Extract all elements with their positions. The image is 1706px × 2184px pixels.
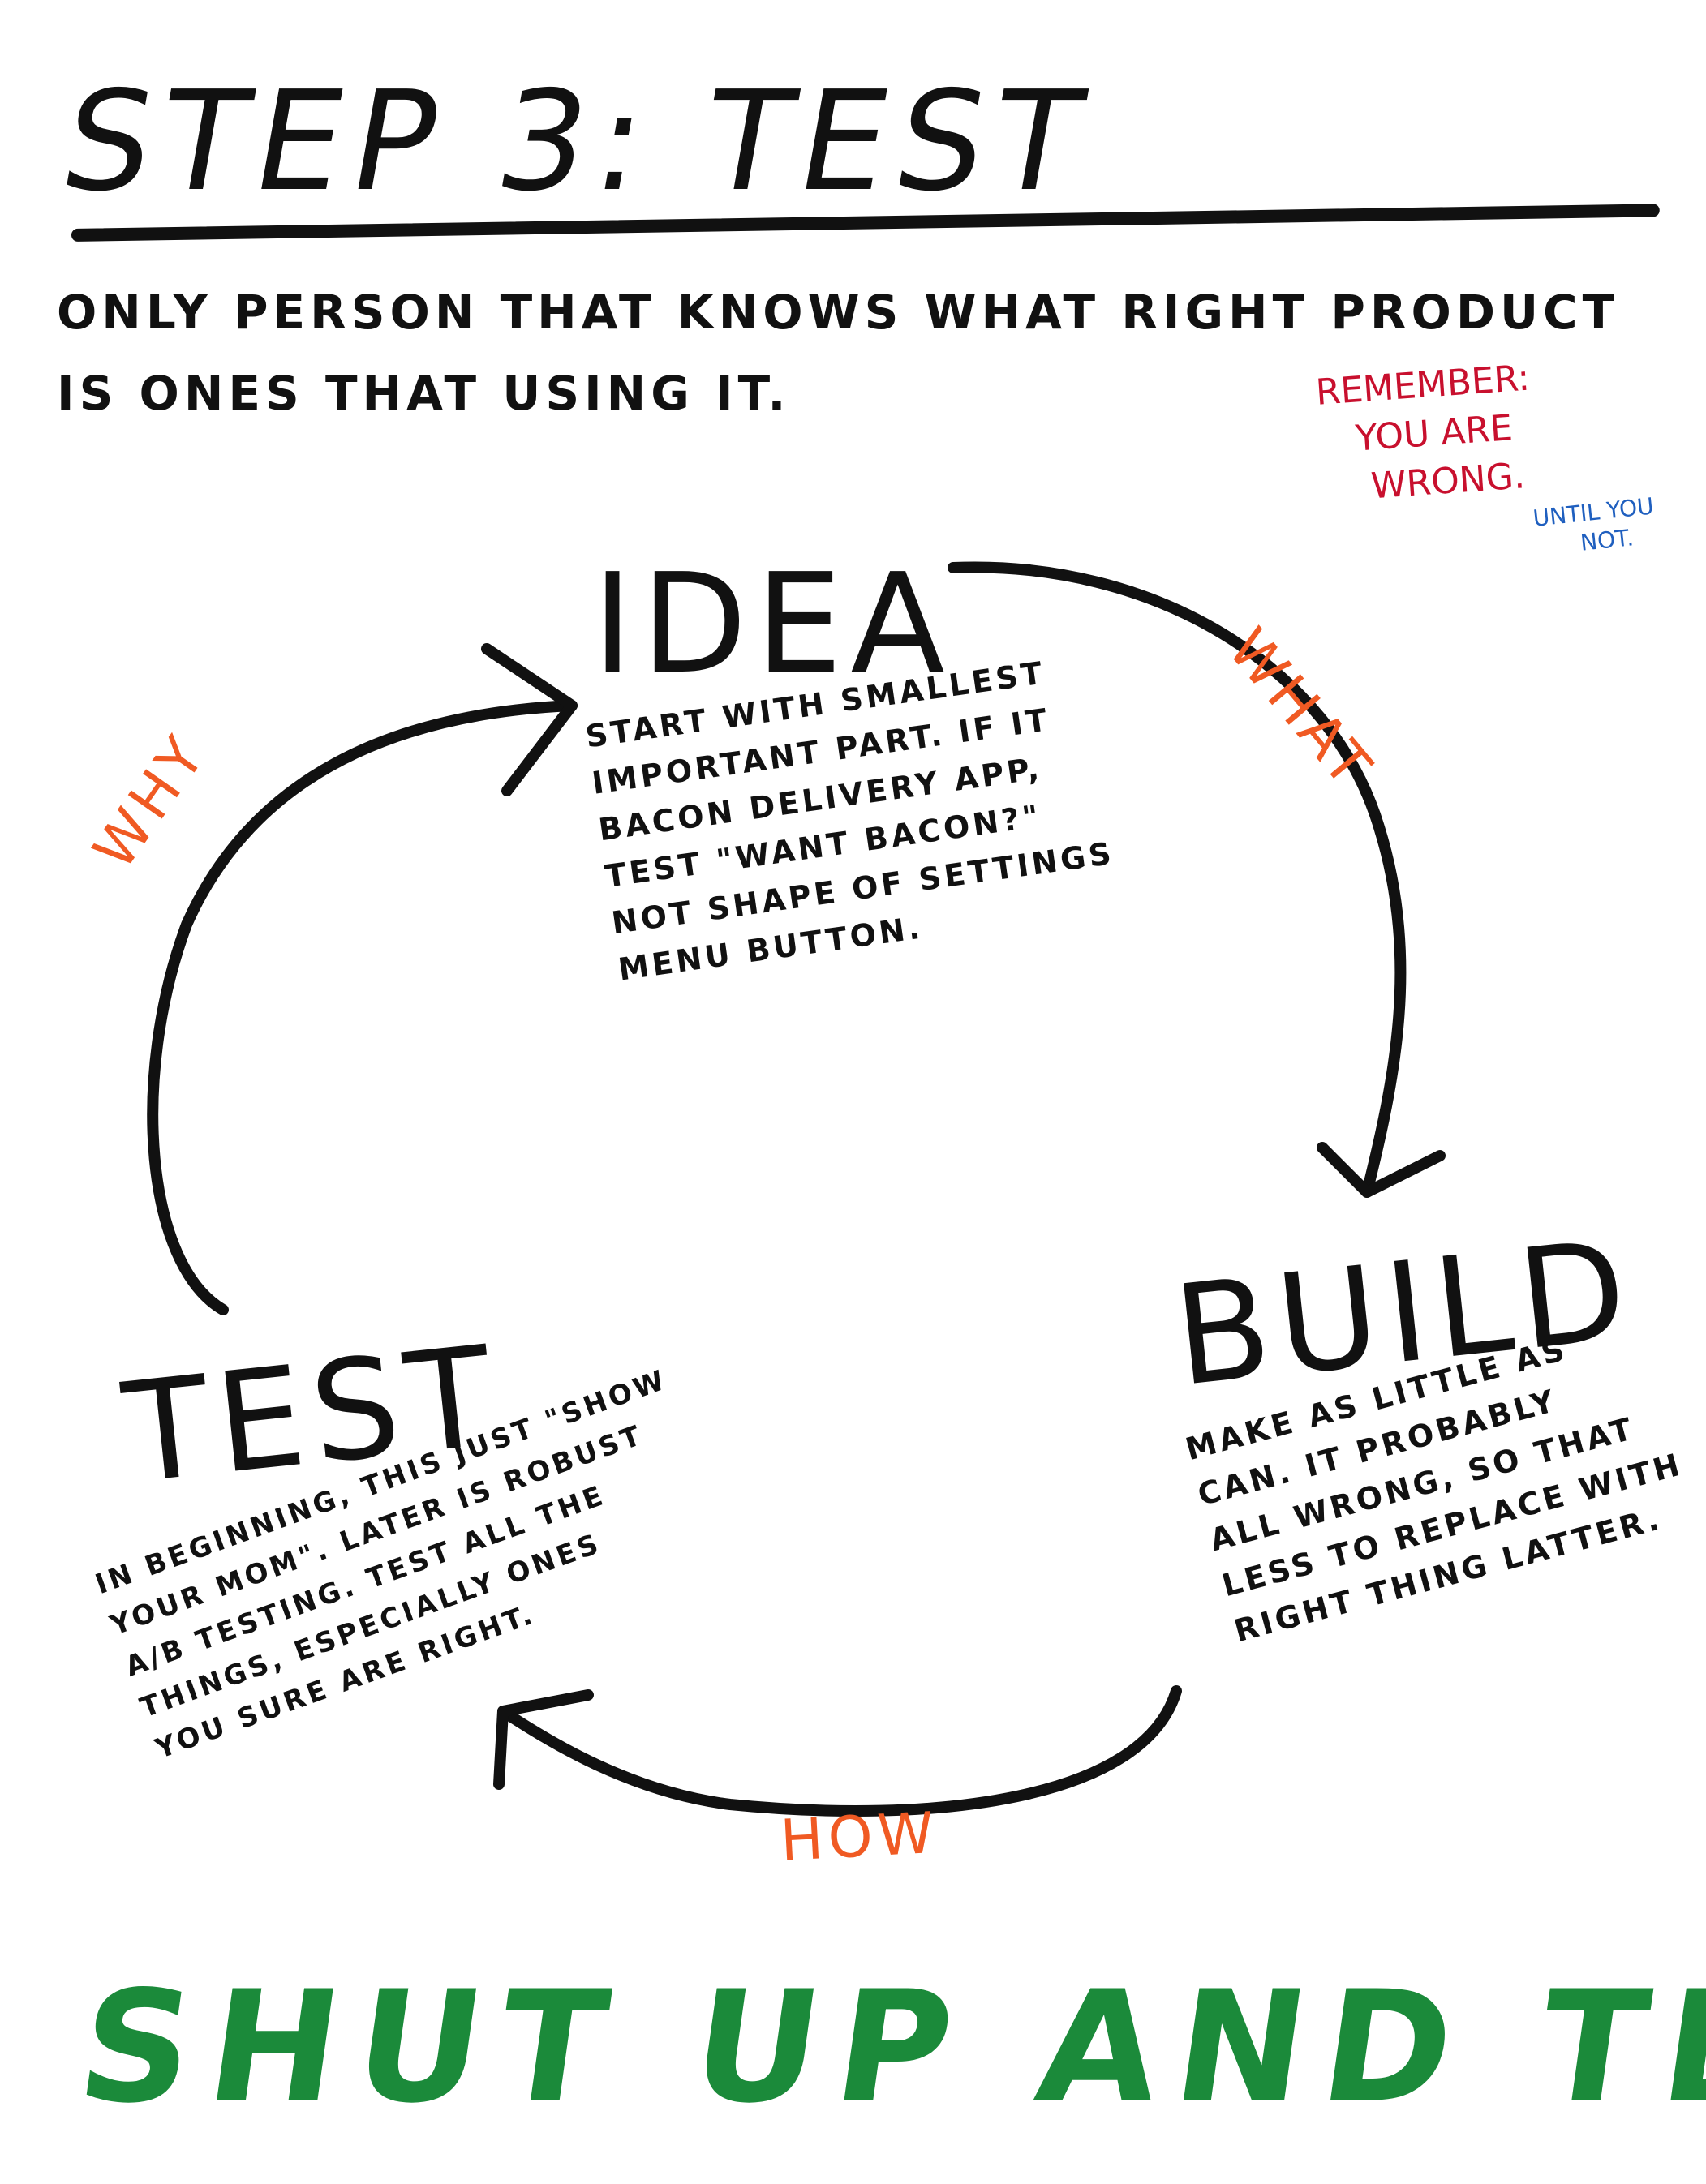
intro-line-1: ONLY PERSON THAT KNOWS WHAT RIGHT PRODUC… (57, 285, 1620, 340)
arrowhead-build (1317, 1142, 1446, 1198)
arrow-build-to-test (497, 1685, 1182, 1817)
arrowhead-idea (481, 643, 578, 796)
intro-line-2: IS ONES THAT USING IT. (57, 366, 791, 421)
intro-text: ONLY PERSON THAT KNOWS WHAT RIGHT PRODUC… (57, 272, 1679, 434)
footer-slogan: SHUT UP AND TEST. (68, 1958, 1706, 2137)
arrow-test-to-idea (147, 700, 578, 1315)
arrow-idea-to-build (948, 561, 1407, 1198)
edge-label-how: HOW (778, 1799, 940, 1874)
node-idea-title: IDEA (592, 544, 953, 705)
arrowhead-test (493, 1689, 594, 1790)
